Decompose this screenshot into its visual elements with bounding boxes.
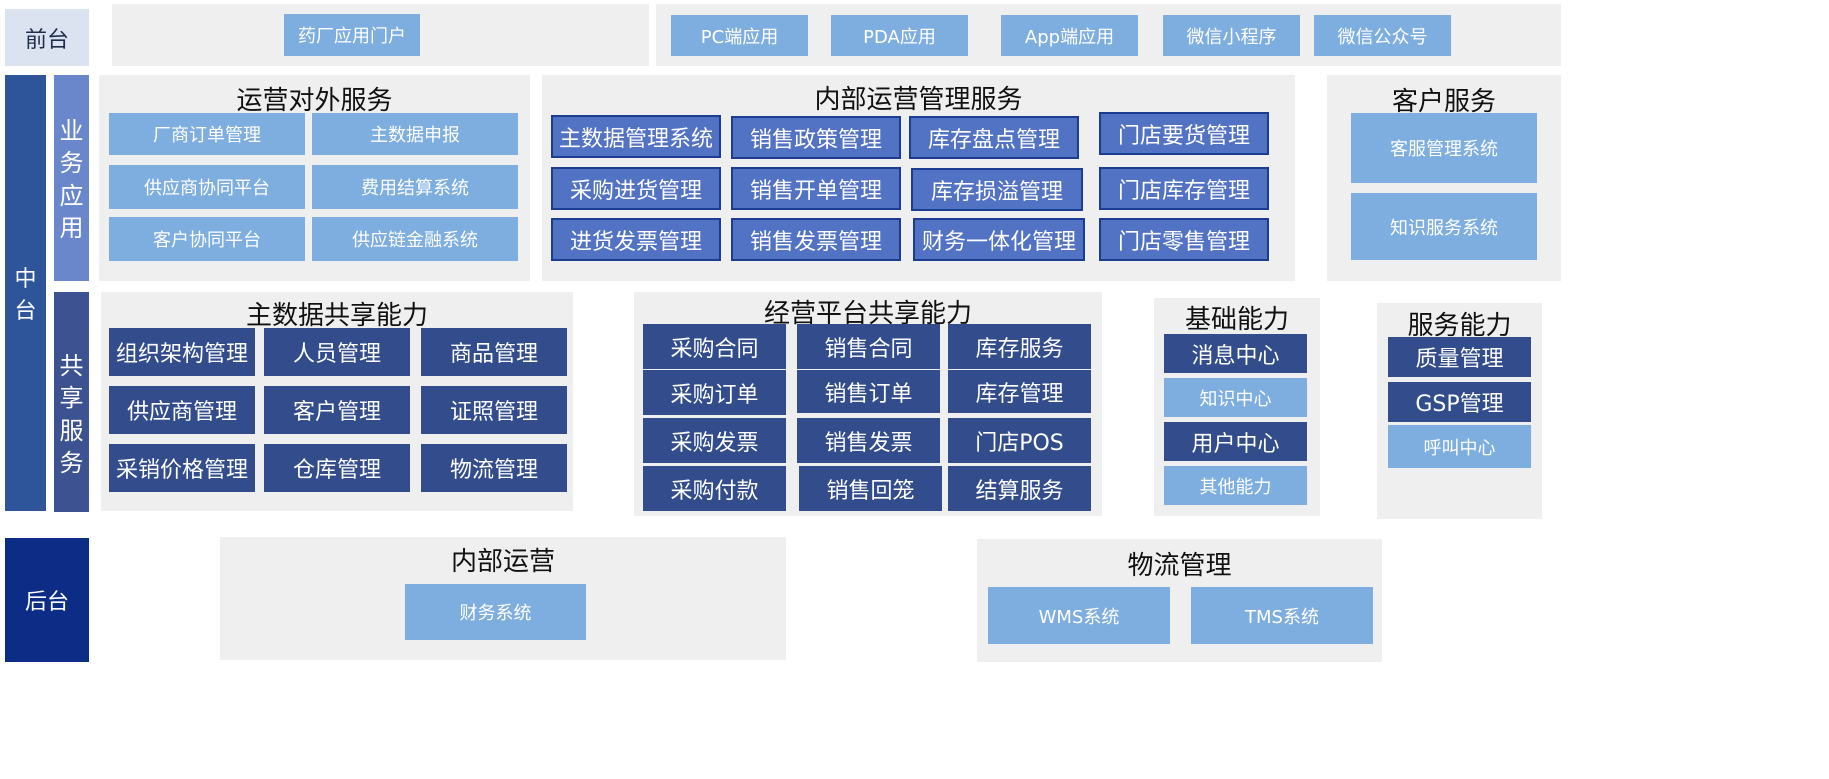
capability-box: GSP管理 [1388, 382, 1531, 422]
external-services-title: 运营对外服务 [236, 85, 393, 116]
system-box: TMS系统 [1191, 587, 1373, 644]
internal-ops-panel: 内部运营 财务系统 [220, 537, 786, 660]
capability-box: 销售订单 [797, 370, 940, 413]
system-box: WMS系统 [988, 587, 1170, 644]
capability-box: 消息中心 [1164, 334, 1307, 373]
operation-platform-title: 经营平台共享能力 [763, 298, 972, 329]
service-box: 供应商协同平台 [109, 165, 305, 209]
capability-box: 销售合同 [797, 324, 940, 369]
service-box: 主数据申报 [312, 113, 518, 155]
app-box: 微信小程序 [1163, 15, 1300, 56]
customer-services-panel: 客户服务 客服管理系统 知识服务系统 [1327, 75, 1561, 281]
basic-capability-panel: 基础能力 消息中心 知识中心 用户中心 其他能力 [1154, 298, 1320, 516]
app-box: 微信公众号 [1314, 15, 1451, 56]
service-box: 客户协同平台 [109, 217, 305, 261]
master-data-panel: 主数据共享能力 组织架构管理 人员管理 商品管理 供应商管理 客户管理 证照管理… [101, 292, 573, 511]
master-data-title: 主数据共享能力 [245, 300, 428, 331]
capability-box: 结算服务 [948, 466, 1091, 511]
capability-box: 采销价格管理 [109, 444, 255, 492]
tier-front-label: 前台 [5, 9, 89, 66]
service-box: 知识服务系统 [1351, 193, 1537, 260]
capability-box: 人员管理 [264, 328, 410, 376]
service-box: 销售开单管理 [731, 167, 901, 210]
external-services-panel: 运营对外服务 厂商订单管理 主数据申报 供应商协同平台 费用结算系统 客户协同平… [99, 75, 530, 281]
internal-services-panel: 内部运营管理服务 主数据管理系统 销售政策管理 库存盘点管理 门店要货管理 采购… [542, 75, 1295, 281]
internal-ops-title: 内部运营 [450, 546, 555, 577]
capability-box: 组织架构管理 [109, 328, 255, 376]
app-box: PC端应用 [671, 15, 808, 56]
internal-services-title: 内部运营管理服务 [814, 84, 1023, 115]
capability-box: 供应商管理 [109, 386, 255, 434]
capability-box: 其他能力 [1164, 466, 1307, 505]
tier-middle-label: 中 台 [5, 75, 46, 511]
service-box: 主数据管理系统 [551, 115, 721, 158]
service-box: 客服管理系统 [1351, 113, 1537, 183]
capability-box: 采购发票 [643, 418, 786, 463]
service-box: 进货发票管理 [551, 218, 721, 261]
app-box: App端应用 [1001, 15, 1138, 56]
capability-box: 证照管理 [421, 386, 567, 434]
service-capability-panel: 服务能力 质量管理 GSP管理 呼叫中心 [1377, 303, 1542, 519]
capability-box: 库存服务 [948, 324, 1091, 369]
capability-box: 客户管理 [264, 386, 410, 434]
service-box: 销售发票管理 [731, 218, 901, 261]
capability-box: 采购合同 [643, 324, 786, 369]
capability-box: 采购订单 [643, 370, 786, 415]
service-box: 库存损溢管理 [911, 168, 1083, 211]
capability-box: 库存管理 [948, 370, 1091, 413]
system-box: 财务系统 [405, 584, 586, 640]
capability-box: 呼叫中心 [1388, 425, 1531, 468]
capability-box: 用户中心 [1164, 422, 1307, 461]
capability-box: 物流管理 [421, 444, 567, 492]
tier-back-label: 后台 [5, 538, 89, 662]
service-capability-title: 服务能力 [1407, 310, 1512, 341]
front-portal-panel: 药厂应用门户 [112, 4, 649, 66]
capability-box: 知识中心 [1164, 378, 1307, 417]
service-box: 门店要货管理 [1099, 112, 1269, 155]
service-box: 供应链金融系统 [312, 217, 518, 261]
front-apps-panel: PC端应用 PDA应用 App端应用 微信小程序 微信公众号 [656, 4, 1561, 66]
shared-services-label: 共 享 服 务 [54, 292, 89, 512]
portal-box: 药厂应用门户 [284, 14, 420, 56]
capability-box: 仓库管理 [264, 444, 410, 492]
service-box: 销售政策管理 [731, 116, 901, 159]
service-box: 采购进货管理 [551, 167, 721, 210]
capability-box: 质量管理 [1388, 337, 1531, 377]
business-apps-label: 业 务 应 用 [54, 75, 89, 281]
capability-box: 商品管理 [421, 328, 567, 376]
service-box: 厂商订单管理 [109, 113, 305, 155]
service-box: 库存盘点管理 [909, 116, 1079, 159]
service-box: 门店库存管理 [1099, 167, 1269, 210]
capability-box: 门店POS [948, 418, 1091, 463]
app-box: PDA应用 [831, 15, 968, 56]
basic-capability-title: 基础能力 [1184, 304, 1289, 335]
service-box: 费用结算系统 [312, 165, 518, 209]
capability-box: 销售回笼 [799, 466, 942, 511]
capability-box: 销售发票 [797, 418, 940, 463]
customer-services-title: 客户服务 [1391, 86, 1496, 117]
operation-platform-panel: 经营平台共享能力 采购合同 销售合同 库存服务 采购订单 销售订单 库存管理 采… [634, 292, 1102, 516]
service-box: 门店零售管理 [1099, 218, 1269, 261]
logistics-title: 物流管理 [1127, 550, 1232, 581]
logistics-panel: 物流管理 WMS系统 TMS系统 [977, 539, 1382, 662]
capability-box: 采购付款 [643, 466, 786, 511]
service-box: 财务一体化管理 [913, 218, 1085, 261]
